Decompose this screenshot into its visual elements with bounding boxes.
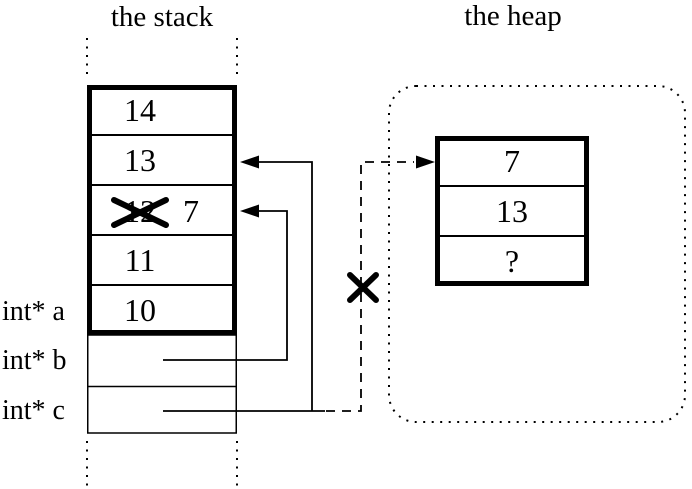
pointer-c-line xyxy=(245,161,313,411)
stack-title: the stack xyxy=(111,1,214,33)
severed-pointer-x-icon xyxy=(347,272,379,303)
var-label-a: int* a xyxy=(2,296,66,327)
stack-cell-new-value: 7 xyxy=(183,193,199,229)
stack-cell-value: 14 xyxy=(124,92,156,128)
heap-region-dotted-outline xyxy=(388,85,686,423)
var-label-c: int* c xyxy=(2,395,65,426)
heap-cell-value: ? xyxy=(505,243,519,279)
pointer-c-arrowhead-icon xyxy=(240,155,259,169)
var-label-b: int* b xyxy=(2,345,67,376)
dangling-pointer-arrowhead-icon xyxy=(416,155,435,169)
heap-cell-value: 13 xyxy=(496,193,528,229)
pointer-b-line xyxy=(163,210,288,361)
stack-frame-box xyxy=(87,85,237,335)
heap-object-box xyxy=(435,136,589,286)
stack-cell-value: 11 xyxy=(125,242,156,278)
stack-cell-value: 13 xyxy=(124,142,156,178)
dangling-pointer-dashed-line xyxy=(326,161,414,412)
pointer-b-arrowhead-icon xyxy=(240,204,259,218)
stack-cell-value: 10 xyxy=(124,292,156,328)
heap-title: the heap xyxy=(464,0,561,32)
crossed-out-value-x-icon xyxy=(111,197,169,228)
heap-cell-value: 7 xyxy=(504,143,520,179)
